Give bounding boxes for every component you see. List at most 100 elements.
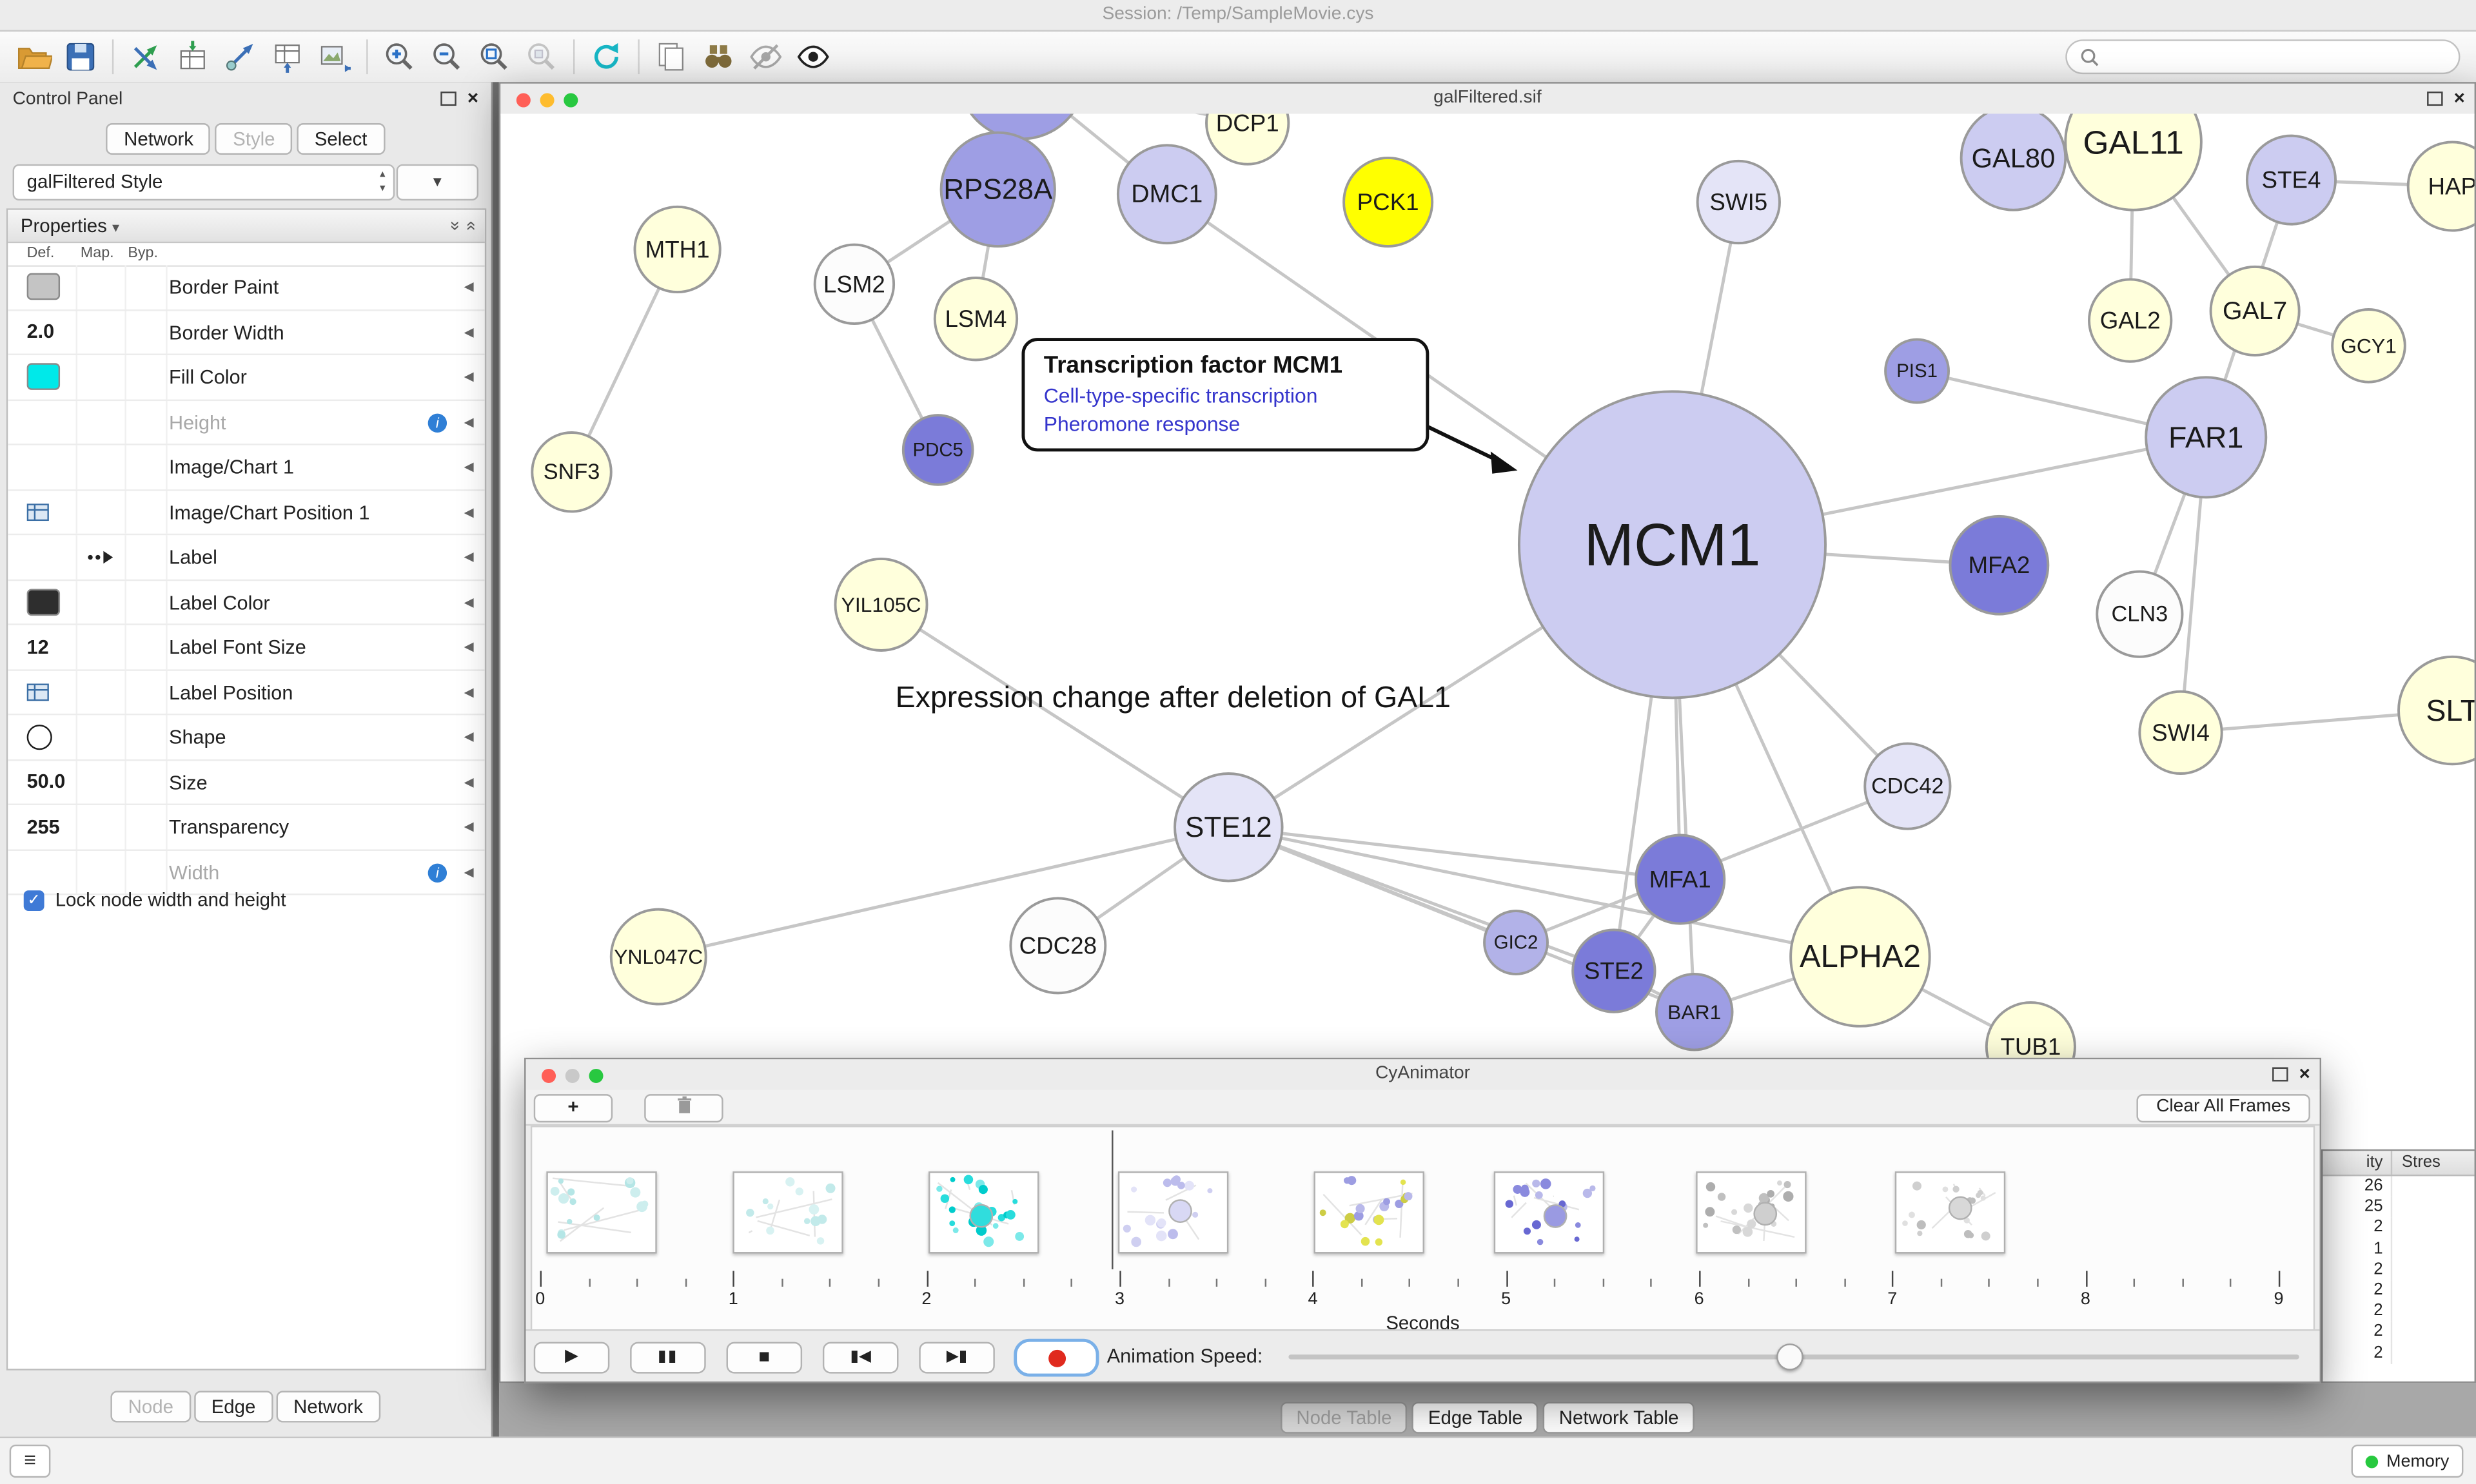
node-GIC2[interactable] <box>1483 910 1549 975</box>
bypass-cell-transparency[interactable] <box>124 805 168 849</box>
search-box[interactable] <box>2065 39 2461 75</box>
node-LSM2[interactable] <box>813 243 896 326</box>
node-DMC1[interactable] <box>1116 144 1217 245</box>
export-table-button[interactable] <box>264 36 311 77</box>
tab-node-style[interactable]: Node <box>110 1391 191 1423</box>
mapping-cell-transparency[interactable] <box>77 805 126 849</box>
expand-chevron-icon[interactable]: ◀ <box>464 639 474 654</box>
table-row[interactable]: 2 <box>2323 1280 2474 1302</box>
annotation-link-1[interactable]: Cell-type-specific transcription <box>1043 384 1318 407</box>
zoom-out-button[interactable] <box>423 36 470 77</box>
bypass-cell-label-color[interactable] <box>124 580 168 624</box>
bypass-cell-label-font-size[interactable] <box>124 625 168 669</box>
property-row-shape[interactable]: Shape◀ <box>8 715 485 761</box>
property-row-label-color[interactable]: Label Color◀ <box>8 580 485 625</box>
node-SWI5[interactable] <box>1696 159 1781 245</box>
expand-chevron-icon[interactable]: ◀ <box>464 594 474 609</box>
minimize-window-icon[interactable] <box>540 92 555 107</box>
default-cell-image-chart-position-1[interactable] <box>8 490 78 534</box>
expand-all-icon[interactable]: » <box>460 220 480 231</box>
default-cell-size[interactable]: 50.0 <box>8 760 78 804</box>
node-SNF3[interactable] <box>531 431 613 513</box>
default-cell-shape[interactable] <box>8 715 78 759</box>
node-CDC28[interactable] <box>1009 897 1107 995</box>
node-DCP1[interactable] <box>1205 113 1290 166</box>
expand-chevron-icon[interactable]: ◀ <box>464 279 474 294</box>
expand-chevron-icon[interactable]: ◀ <box>464 774 474 789</box>
tab-edge-table[interactable]: Edge Table <box>1412 1401 1538 1434</box>
table-row[interactable]: 1 <box>2323 1238 2474 1260</box>
node-GAL11[interactable] <box>2064 113 2203 211</box>
float-panel-icon[interactable] <box>440 90 457 105</box>
expand-chevron-icon[interactable]: ◀ <box>464 549 474 564</box>
tab-network[interactable]: Network <box>106 123 211 155</box>
frame-thumbnail-6[interactable] <box>1696 1171 1807 1254</box>
bypass-cell-shape[interactable] <box>124 715 168 759</box>
node-FAR1[interactable] <box>2145 376 2268 499</box>
skip-to-end-button[interactable]: ▶▮ <box>919 1342 995 1374</box>
node-YNL047C[interactable] <box>609 908 707 1006</box>
skip-to-start-button[interactable]: ▮◀ <box>822 1342 899 1374</box>
mapping-cell-fill-color[interactable] <box>77 355 126 399</box>
import-network-button[interactable] <box>122 36 169 77</box>
search-input[interactable] <box>2108 44 2446 70</box>
bypass-cell-width[interactable] <box>124 850 168 894</box>
mapping-cell-border-paint[interactable] <box>77 265 126 309</box>
property-row-label-position[interactable]: Label Position◀ <box>8 670 485 716</box>
maximize-window-icon[interactable] <box>564 92 578 107</box>
node-PIS1[interactable] <box>1884 338 1950 404</box>
property-row-image-chart-position-1[interactable]: Image/Chart Position 1◀ <box>8 490 485 536</box>
bypass-cell-fill-color[interactable] <box>124 355 168 399</box>
frame-thumbnail-7[interactable] <box>1894 1171 2006 1254</box>
close-window-icon[interactable] <box>542 1068 556 1082</box>
bypass-cell-label[interactable] <box>124 535 168 579</box>
default-cell-label-color[interactable] <box>8 580 78 624</box>
expand-chevron-icon[interactable]: ◀ <box>464 729 474 744</box>
bypass-cell-image-chart-position-1[interactable] <box>124 490 168 534</box>
frame-thumbnail-0[interactable] <box>546 1171 657 1254</box>
table-row[interactable]: 2 <box>2323 1342 2474 1364</box>
memory-button[interactable]: Memory <box>2352 1444 2464 1478</box>
zoom-selected-button[interactable] <box>518 36 565 77</box>
float-window-icon[interactable] <box>2427 90 2443 105</box>
info-icon[interactable]: i <box>427 863 447 882</box>
table-row[interactable]: 26 <box>2323 1176 2474 1197</box>
node-LSM4[interactable] <box>933 277 1019 362</box>
first-neighbors-button[interactable] <box>695 36 742 77</box>
node-HAP1[interactable] <box>2406 141 2475 232</box>
float-window-icon[interactable] <box>2272 1066 2288 1081</box>
open-session-button[interactable] <box>10 36 57 77</box>
default-cell-width[interactable] <box>8 850 78 894</box>
node-MFA1[interactable] <box>1635 834 1726 925</box>
hide-selected-button[interactable] <box>742 36 789 77</box>
zoom-fit-button[interactable] <box>471 36 518 77</box>
node-GCY1[interactable] <box>2331 308 2406 384</box>
export-network-button[interactable] <box>217 36 264 77</box>
mapping-cell-label-color[interactable] <box>77 580 126 624</box>
node-MTH1[interactable] <box>633 205 722 294</box>
expand-chevron-icon[interactable]: ◀ <box>464 819 474 834</box>
mapping-cell-label-font-size[interactable] <box>77 625 126 669</box>
property-row-border-paint[interactable]: Border Paint◀ <box>8 265 485 311</box>
node-MCM1[interactable] <box>1517 390 1827 699</box>
style-options-button[interactable]: ▼ <box>396 164 479 201</box>
frame-thumbnail-2[interactable] <box>928 1171 1039 1254</box>
node-GAL80[interactable] <box>1960 113 2067 211</box>
table-header-centrality[interactable]: ity <box>2323 1151 2393 1175</box>
mapping-cell-shape[interactable] <box>77 715 126 759</box>
bypass-cell-image-chart-1[interactable] <box>124 445 168 489</box>
node-CDC42[interactable] <box>1863 742 1952 830</box>
frame-thumbnail-5[interactable] <box>1493 1171 1605 1254</box>
show-hidden-button[interactable] <box>789 36 836 77</box>
play-button[interactable]: ▶ <box>533 1342 610 1374</box>
lock-size-row[interactable]: ✓ Lock node width and height <box>23 889 286 911</box>
default-cell-border-width[interactable]: 2.0 <box>8 310 78 354</box>
frame-thumbnail-4[interactable] <box>1313 1171 1424 1254</box>
zoom-in-button[interactable] <box>376 36 423 77</box>
export-image-button[interactable] <box>311 36 358 77</box>
mapping-cell-size[interactable] <box>77 760 126 804</box>
properties-header[interactable]: Properties ▾ » » <box>8 210 485 244</box>
